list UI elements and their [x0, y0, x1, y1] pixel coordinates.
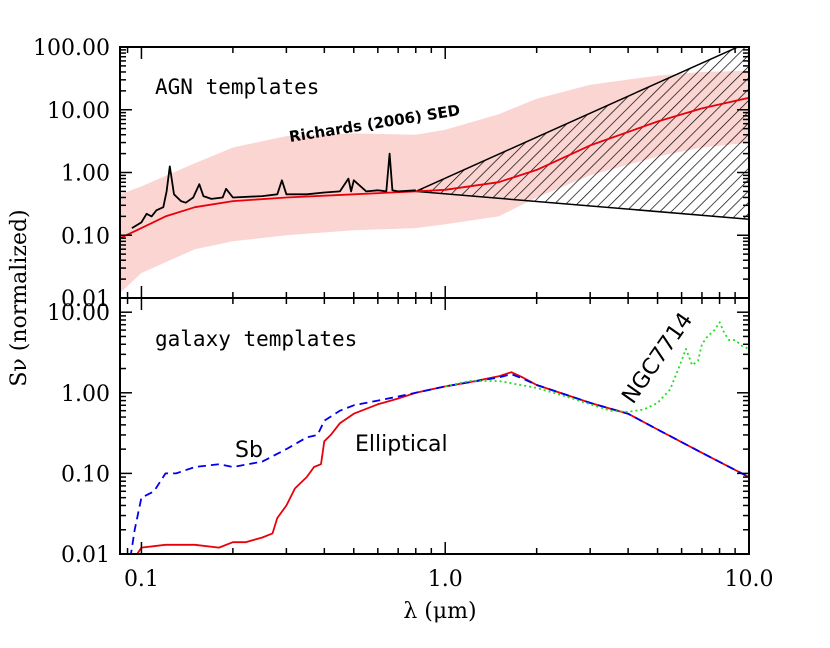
x-tick-label: 1.0 — [428, 567, 463, 592]
y-tick-label: 10.00 — [47, 99, 110, 124]
sb-label: Sb — [235, 438, 263, 463]
y-tick-label: 10.00 — [47, 301, 110, 326]
sb-line — [130, 373, 749, 554]
ir-hatched-region — [415, 47, 749, 220]
agn-templates-panel — [120, 47, 749, 293]
ngc7714-label: NGC7714 — [617, 308, 698, 408]
y-tick-label: 0.01 — [61, 543, 110, 568]
richards-2006-sed-line — [120, 96, 749, 239]
y-axis-title: Sν (normalized) — [7, 209, 32, 386]
elliptical-line — [136, 371, 749, 554]
x-tick-label: 0.1 — [124, 567, 159, 592]
agn-composite-line — [131, 152, 416, 229]
x-axis-title: λ (μm) — [403, 599, 476, 624]
y-tick-label: 0.10 — [61, 462, 110, 487]
ngc7714-line — [445, 321, 749, 413]
galaxy-panel-title: galaxy templates — [155, 327, 357, 351]
y-tick-label: 1.00 — [61, 382, 110, 407]
elliptical-label: Elliptical — [355, 432, 448, 457]
x-tick-label: 10.0 — [725, 567, 774, 592]
galaxy-templates-panel — [130, 321, 749, 554]
y-tick-label: 0.01 — [61, 287, 110, 312]
y-tick-label: 100.00 — [33, 36, 110, 61]
agn-panel-title: AGN templates — [155, 75, 319, 99]
y-tick-label: 0.10 — [61, 224, 110, 249]
y-tick-label: 1.00 — [61, 162, 110, 187]
galaxy-frame — [119, 297, 750, 555]
axes-layer: 0.1 1.0 10.0 0.01 0.10 1.00 10.00 100.00 0.01 0.1… — [33, 36, 773, 592]
